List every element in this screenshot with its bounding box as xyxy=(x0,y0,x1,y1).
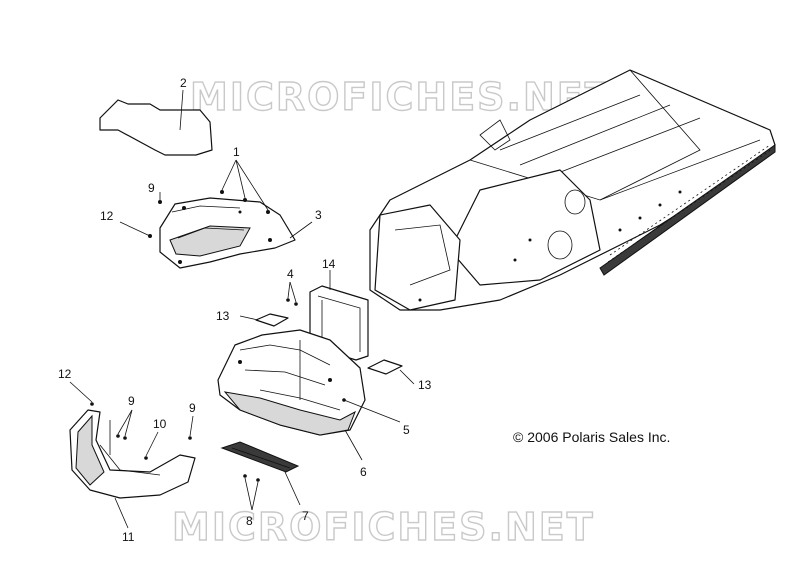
callout-7: 7 xyxy=(302,509,309,523)
part-13-pad-left xyxy=(255,313,289,327)
callout-13-left: 13 xyxy=(216,309,230,323)
callout-13-right: 13 xyxy=(418,378,432,392)
callout-labels: 1 2 3 4 5 6 7 8 9 9 9 10 11 12 12 13 13 … xyxy=(58,76,432,544)
chassis-tunnel xyxy=(369,69,776,311)
part-7-skid-plate xyxy=(220,441,300,473)
callout-6: 6 xyxy=(360,465,367,479)
callout-12-bumper: 12 xyxy=(58,367,72,381)
leader-lines xyxy=(69,89,415,529)
callout-11: 11 xyxy=(122,530,135,544)
callout-3: 3 xyxy=(315,208,322,222)
callout-5: 5 xyxy=(403,423,410,437)
part-6-bottom-pan xyxy=(217,329,366,436)
callout-4: 4 xyxy=(287,267,294,281)
callout-2: 2 xyxy=(180,76,187,90)
part-2-sheet xyxy=(99,99,213,156)
callout-12-top: 12 xyxy=(100,209,114,223)
callout-9-bumper-left: 9 xyxy=(128,394,135,408)
part-3-cover-panel xyxy=(159,197,296,269)
callout-9-top: 9 xyxy=(148,181,155,195)
callout-8: 8 xyxy=(246,514,253,528)
part-13-pad-right xyxy=(367,359,403,375)
watermark-top: MICROFICHES.NET xyxy=(190,75,613,119)
fasteners-top xyxy=(148,190,270,238)
callout-14: 14 xyxy=(322,257,336,271)
watermark-bottom: MICROFICHES.NET xyxy=(172,505,595,549)
copyright-text: © 2006 Polaris Sales Inc. xyxy=(513,429,670,445)
callout-1: 1 xyxy=(233,145,240,159)
callout-10: 10 xyxy=(153,417,167,431)
callout-9-bumper-right: 9 xyxy=(189,401,196,415)
part-11-bumper xyxy=(69,402,196,499)
fasteners-8 xyxy=(243,474,260,482)
